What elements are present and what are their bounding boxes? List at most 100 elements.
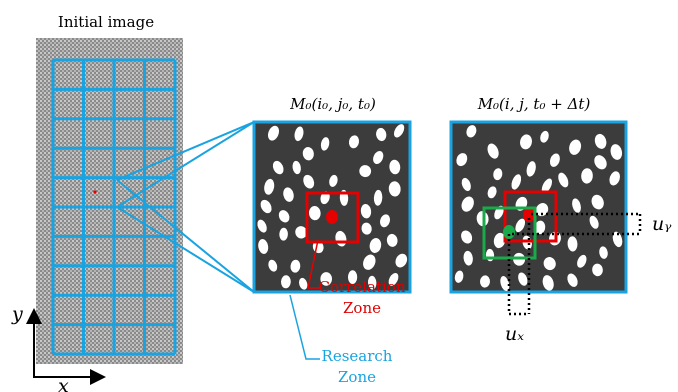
ux-label: uₓ [505, 323, 524, 345]
speckle-dot [461, 230, 473, 244]
speckle-dot [320, 191, 330, 205]
speckle-dot [373, 151, 384, 164]
speckle-dot [463, 250, 473, 266]
speckle-panel-deformed [449, 120, 628, 294]
speckle-dot [594, 133, 607, 149]
speckle-dot [279, 227, 288, 241]
research-zone-label-line2: Zone [338, 368, 376, 386]
speckle-dot [536, 203, 549, 217]
speckle-dot [388, 272, 399, 286]
speckle-dot [389, 159, 401, 175]
speckle-dot [292, 160, 301, 175]
speckle-dot [493, 232, 506, 249]
speckle-panel-reference [252, 120, 412, 294]
speckle-dot [299, 277, 308, 290]
speckle-dot [456, 153, 468, 167]
speckle-dot [493, 168, 503, 181]
speckle-dot [543, 257, 556, 271]
speckle-dots-reference [257, 124, 408, 290]
speckle-dot [479, 275, 491, 288]
speckle-dot [518, 272, 528, 286]
speckle-dot [541, 178, 553, 193]
correlation-zone-pointer [307, 239, 322, 289]
original-center [523, 208, 535, 222]
speckle-dot [487, 143, 499, 159]
speckle-dot [320, 137, 330, 151]
speckle-dot [348, 135, 360, 149]
speckle-dot [386, 233, 398, 247]
speckle-dot [388, 181, 401, 197]
speckle-dot [610, 144, 623, 160]
uy-label: uᵧ [652, 213, 672, 235]
speckle-dot [373, 189, 383, 206]
speckle-dot [461, 177, 471, 192]
speckle-dot [361, 222, 372, 235]
speckle-dot [487, 186, 497, 199]
speckle-dot [520, 134, 532, 150]
speckle-dot [581, 168, 593, 184]
speckle-dot [609, 171, 620, 186]
reference-subset-center [326, 210, 338, 224]
zoom-lines [116, 121, 255, 293]
research-zone-label-line1: Research [322, 347, 393, 365]
speckle-dot [612, 231, 623, 248]
speckle-dot [393, 124, 405, 138]
speckle-dot [258, 239, 269, 254]
speckle-dot [302, 147, 314, 161]
panel1-label: M₀(i₀, j₀, t₀) [289, 95, 376, 113]
speckle-dot [592, 263, 603, 277]
speckle-dot [577, 254, 587, 268]
speckle-dot [591, 194, 604, 210]
speckle-dot [348, 270, 358, 284]
subset-grid [51, 58, 177, 356]
speckle-dot [308, 206, 321, 221]
speckle-dot [363, 254, 376, 270]
initial-image-title: Initial image [58, 13, 154, 31]
speckle-dot [594, 155, 607, 170]
speckle-dot [549, 153, 560, 167]
speckle-dot [395, 253, 408, 268]
speckle-dot [294, 126, 304, 142]
speckle-dot [278, 210, 290, 223]
speckle-dot [558, 172, 569, 188]
speckle-dot [542, 275, 554, 291]
x-axis-label: x [58, 375, 69, 392]
speckle-dot [260, 199, 272, 214]
correlation-zone-box [305, 191, 360, 244]
speckle-dot [515, 218, 526, 233]
speckle-dot [267, 125, 280, 141]
correlation-zone-label-line1: Correlation [319, 278, 406, 296]
speckle-dot [329, 174, 338, 187]
speckle-dot [320, 272, 333, 286]
speckle-dot [268, 259, 278, 272]
speckle-dot [454, 270, 464, 283]
speckle-dot [466, 125, 477, 138]
speckle-dot [572, 198, 581, 213]
speckle-dot [280, 275, 291, 289]
correlation-zone-label-line2: Zone [343, 299, 381, 317]
speckle-dot [264, 178, 275, 195]
speckle-dot [359, 165, 372, 178]
panel2-label: M₀(i, j, t₀ + Δt) [477, 95, 591, 113]
speckle-dot [589, 215, 599, 229]
reference-point [93, 190, 97, 194]
speckle-dot [295, 226, 307, 239]
speckle-dot [567, 236, 578, 252]
initial-image [36, 38, 183, 364]
speckle-dot [511, 174, 522, 190]
research-zone-pointer [289, 294, 320, 360]
speckle-dot [367, 275, 377, 290]
speckle-dot [303, 174, 315, 189]
speckle-dot [360, 204, 372, 219]
speckle-dot [461, 196, 474, 212]
displaced-center [503, 225, 515, 239]
speckle-dot [540, 130, 549, 143]
ux-bracket [507, 218, 531, 316]
speckle-dot [257, 219, 267, 233]
speckle-dot [526, 161, 536, 177]
speckle-dot [380, 214, 390, 228]
speckle-dot [369, 238, 382, 253]
uy-bracket [512, 212, 642, 236]
speckle-dot [599, 246, 608, 259]
